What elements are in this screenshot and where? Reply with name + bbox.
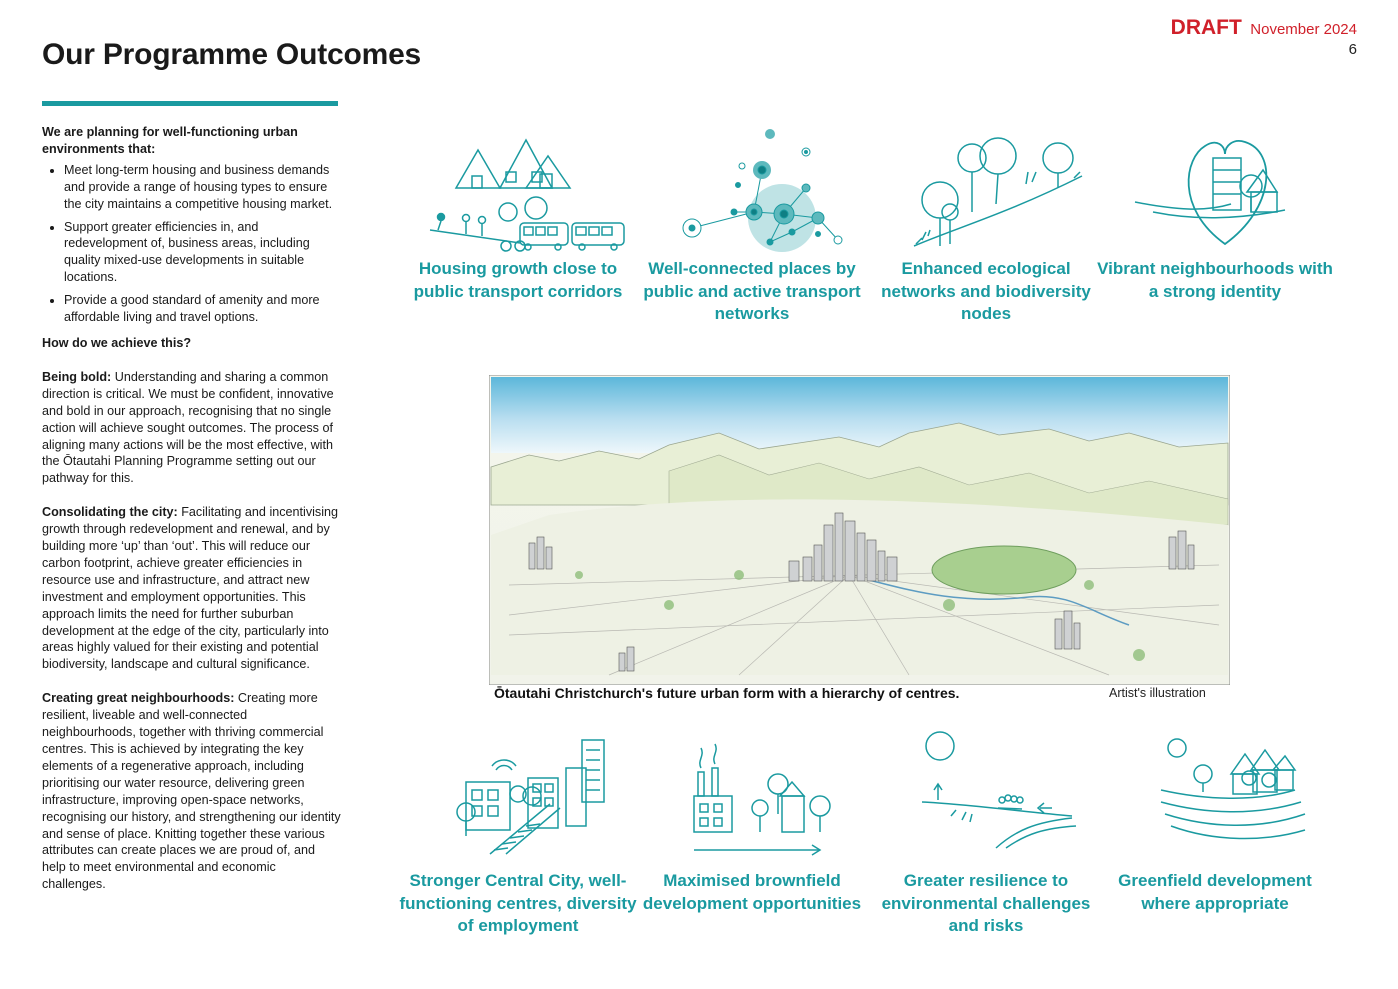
outcome-label: Greenfield development where appropriate [1118,871,1312,913]
outcome-housing-transport: Housing growth close to public transport… [398,128,638,303]
brownfield-factory-icon [693,743,831,856]
bullet-item: Meet long-term housing and business dema… [64,162,342,213]
approach-paragraph: Consolidating the city: Facilitating and… [42,504,342,673]
outcome-central-city: Stronger Central City, well-functioning … [398,730,638,938]
illustration-caption: Ōtautahi Christchurch's future urban for… [494,685,960,701]
approach-text: Facilitating and incentivising growth th… [42,505,339,672]
draft-label: DRAFT [1170,16,1242,39]
intro-bullet-list: Meet long-term housing and business dema… [42,162,342,326]
outcome-label: Well-connected places by public and acti… [643,259,861,323]
outcome-label: Maximised brownfield development opportu… [642,871,862,913]
outcome-label: Vibrant neighbourhoods with a strong ide… [1097,259,1333,301]
outcome-greenfield: Greenfield development where appropriate [1095,730,1335,915]
city-panorama-illustration [489,375,1230,685]
heart-neighbourhood-icon [1134,140,1286,246]
draft-date: November 2024 [1250,21,1357,38]
central-city-icon [456,739,605,855]
approach-title: Consolidating the city: [42,505,178,520]
title-underline [42,101,338,106]
outcome-brownfield: Maximised brownfield development opportu… [632,730,872,915]
bullet-item: Support greater efficiencies in, and red… [64,219,342,287]
approach-title: Being bold: [42,369,112,384]
bullet-item: Provide a good standard of amenity and m… [64,292,342,326]
approach-text: Understanding and sharing a common direc… [42,369,334,486]
approach-paragraph: Being bold: Understanding and sharing a … [42,369,342,487]
outcome-label: Greater resilience to environmental chal… [881,871,1091,935]
approach-title: Creating great neighbourhoods: [42,691,235,706]
outcome-vibrant-neighbourhoods: Vibrant neighbourhoods with a strong ide… [1095,128,1335,303]
illustration-credit: Artist's illustration [1109,686,1206,700]
outcome-label: Enhanced ecological networks and biodive… [881,259,1091,323]
intro-heading: We are planning for well-functioning urb… [42,125,298,156]
left-text-column: We are planning for well-functioning urb… [42,124,342,910]
outcome-well-connected: Well-connected places by public and acti… [632,128,872,326]
approach-text: Creating more resilient, liveable and we… [42,691,341,892]
outcome-label: Stronger Central City, well-functioning … [399,871,637,935]
page-number: 6 [1348,41,1357,58]
housing-transport-icon [429,138,625,252]
outcome-resilience: Greater resilience to environmental chal… [866,730,1106,938]
outcome-label: Housing growth close to public transport… [413,259,623,301]
page-title: Our Programme Outcomes [42,38,422,71]
greenfield-houses-icon [1160,738,1306,840]
how-heading: How do we achieve this? [42,335,192,350]
approach-paragraph: Creating great neighbourhoods: Creating … [42,690,342,893]
outcome-ecological: Enhanced ecological networks and biodive… [866,128,1106,326]
resilience-icon [921,731,1077,849]
trees-ecology-icon [913,137,1083,247]
draft-header: DRAFT November 2024 6 [1171,16,1357,58]
network-nodes-icon [682,129,843,252]
